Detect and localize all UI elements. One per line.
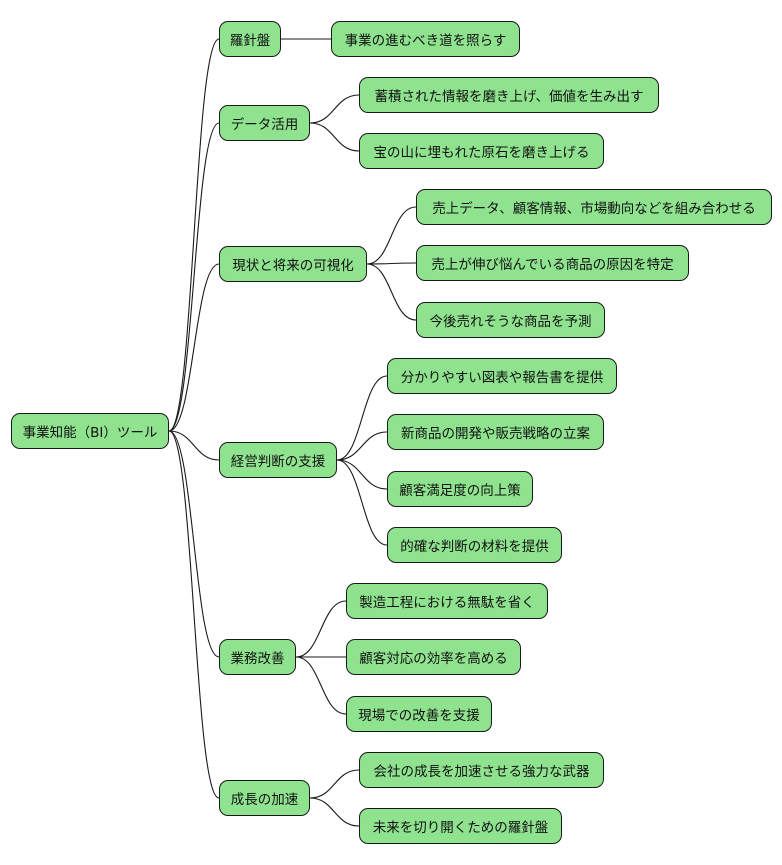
connector-line [366, 262, 417, 265]
leaf-node: 顧客対応の効率を高める [346, 639, 521, 675]
connector-line [295, 656, 347, 715]
connector-line [168, 122, 220, 432]
root-node: 事業知能（BI）ツール [11, 413, 169, 449]
connector-line [309, 94, 360, 124]
connector-line [168, 263, 220, 432]
leaf-node: 事業の進むべき道を照らす [331, 21, 520, 57]
branch-node: 羅針盤 [219, 21, 281, 57]
connector-line [366, 263, 417, 321]
connector-line [366, 206, 417, 265]
connector-line [295, 600, 347, 658]
connector-line [336, 431, 388, 461]
connector-line [336, 375, 388, 461]
leaf-node: 未来を切り開くための羅針盤 [359, 808, 562, 844]
connector-line [336, 459, 388, 490]
connector-line [309, 122, 360, 152]
leaf-node: 今後売れそうな商品を予測 [416, 302, 605, 338]
branch-node: データ活用 [219, 105, 310, 141]
branch-node: 業務改善 [219, 639, 296, 675]
connector-line [168, 38, 220, 432]
leaf-node: 売上が伸び悩んでいる商品の原因を特定 [416, 245, 689, 281]
connector-line [168, 430, 220, 658]
leaf-node: 売上データ、顧客情報、市場動向などを組み合わせる [416, 189, 772, 225]
connector-line [309, 769, 360, 799]
leaf-node: 蓄積された情報を磨き上げ、価値を生み出す [359, 77, 659, 113]
leaf-node: 会社の成長を加速させる強力な武器 [359, 752, 604, 788]
leaf-node: 現場での改善を支援 [346, 696, 492, 732]
leaf-node: 宝の山に埋もれた原石を磨き上げる [359, 133, 604, 169]
leaf-node: 的確な判断の材料を提供 [387, 527, 562, 563]
branch-node: 経営判断の支援 [219, 442, 337, 478]
connector-line [168, 430, 220, 461]
leaf-node: 分かりやすい図表や報告書を提供 [387, 358, 617, 394]
connector-line [309, 797, 360, 827]
leaf-node: 新商品の開発や販売戦略の立案 [387, 414, 604, 450]
branch-node: 成長の加速 [219, 780, 310, 816]
leaf-node: 顧客満足度の向上策 [387, 471, 533, 507]
connector-line [168, 430, 220, 799]
connector-line [336, 459, 388, 546]
branch-node: 現状と将来の可視化 [219, 246, 367, 282]
leaf-node: 製造工程における無駄を省く [346, 583, 548, 619]
